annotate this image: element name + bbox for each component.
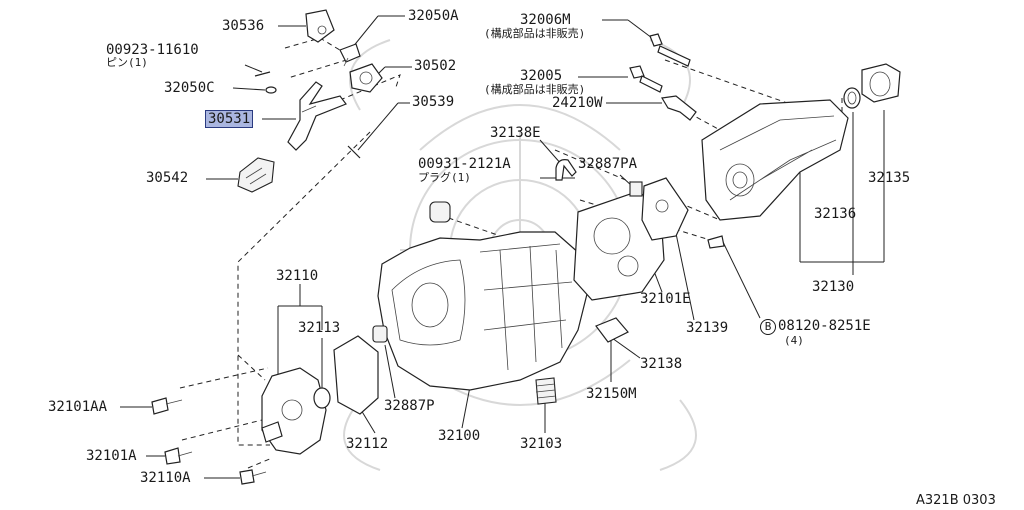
label-32005[interactable]: 32005 <box>520 68 563 84</box>
label-32103[interactable]: 32103 <box>520 436 563 452</box>
part-32150M-seal <box>595 317 629 343</box>
label-32050C[interactable]: 32050C <box>164 80 215 96</box>
part-32101A-bolt <box>164 447 193 465</box>
label-32100[interactable]: 32100 <box>438 428 481 444</box>
label-32139[interactable]: 32139 <box>686 320 729 336</box>
label-32050A[interactable]: 32050A <box>408 8 459 24</box>
label-00923-11610[interactable]: 00923-11610 <box>106 42 199 58</box>
label-24210W[interactable]: 24210W <box>552 95 603 111</box>
label-08120-sub: (4) <box>784 334 804 347</box>
part-30542-boot <box>237 157 275 193</box>
bolt-type-circle: B <box>760 319 776 335</box>
part-32887P-bushing <box>372 325 388 343</box>
label-08120-number: 08120-8251E <box>778 318 871 334</box>
label-32887P[interactable]: 32887P <box>384 398 435 414</box>
label-30539[interactable]: 30539 <box>412 94 455 110</box>
part-30531-fork <box>287 81 347 151</box>
label-32135[interactable]: 32135 <box>868 170 911 186</box>
label-32101E[interactable]: 32101E <box>640 291 691 307</box>
label-32887PA[interactable]: 32887PA <box>578 156 638 172</box>
part-pin-00923 <box>254 71 271 77</box>
part-08120-bolt <box>707 235 725 249</box>
label-32112[interactable]: 32112 <box>346 436 389 452</box>
part-32110-front-cover <box>261 367 327 455</box>
part-24210W-clip <box>661 95 697 121</box>
label-32150M[interactable]: 32150M <box>586 386 637 402</box>
label-32005-sub: (構成部品は非販売) <box>484 83 586 96</box>
part-32887PA-bushing <box>629 181 643 197</box>
label-32138E[interactable]: 32138E <box>490 125 541 141</box>
part-32006M-sensor <box>649 33 691 67</box>
part-32139-gasket <box>641 177 689 241</box>
part-32113-seal <box>313 387 331 409</box>
part-32130-extension-housing <box>701 99 849 221</box>
diagram-reference-code: A321B 0303 <box>916 493 996 508</box>
label-32113[interactable]: 32113 <box>298 320 341 336</box>
part-30536 <box>305 9 335 43</box>
label-30536[interactable]: 30536 <box>222 18 265 34</box>
label-30542[interactable]: 30542 <box>146 170 189 186</box>
label-30531-highlighted[interactable]: 30531 <box>205 110 254 128</box>
label-32130[interactable]: 32130 <box>812 279 855 295</box>
label-32006M-sub: (構成部品は非販売) <box>484 27 586 40</box>
label-00931-2121A[interactable]: 00931-2121A <box>418 156 511 172</box>
part-32101AA-bolt <box>151 397 183 415</box>
part-32110A-bolt <box>239 469 267 485</box>
label-32110A[interactable]: 32110A <box>140 470 191 486</box>
label-32006M[interactable]: 32006M <box>520 12 571 28</box>
label-32101A[interactable]: 32101A <box>86 448 137 464</box>
part-32112-gasket <box>333 335 379 415</box>
part-30539 <box>347 145 361 159</box>
part-32050C <box>265 86 277 94</box>
part-32005-switch <box>629 65 663 93</box>
label-32101AA[interactable]: 32101AA <box>48 399 108 415</box>
label-00931-sub: プラグ(1) <box>418 171 471 184</box>
label-32136[interactable]: 32136 <box>814 206 857 222</box>
part-00931-plug <box>429 201 451 223</box>
part-32100-main-case <box>377 231 589 391</box>
part-32136-ring <box>843 87 861 109</box>
label-30502[interactable]: 30502 <box>414 58 457 74</box>
part-32103-boot <box>535 377 557 405</box>
part-32050A <box>339 43 361 67</box>
part-32135-seal <box>861 63 901 103</box>
part-30502 <box>349 63 383 93</box>
label-32138[interactable]: 32138 <box>640 356 683 372</box>
part-32138E-pipe <box>555 159 577 181</box>
label-32110[interactable]: 32110 <box>276 268 319 284</box>
label-00923-sub: ピン(1) <box>106 56 148 69</box>
